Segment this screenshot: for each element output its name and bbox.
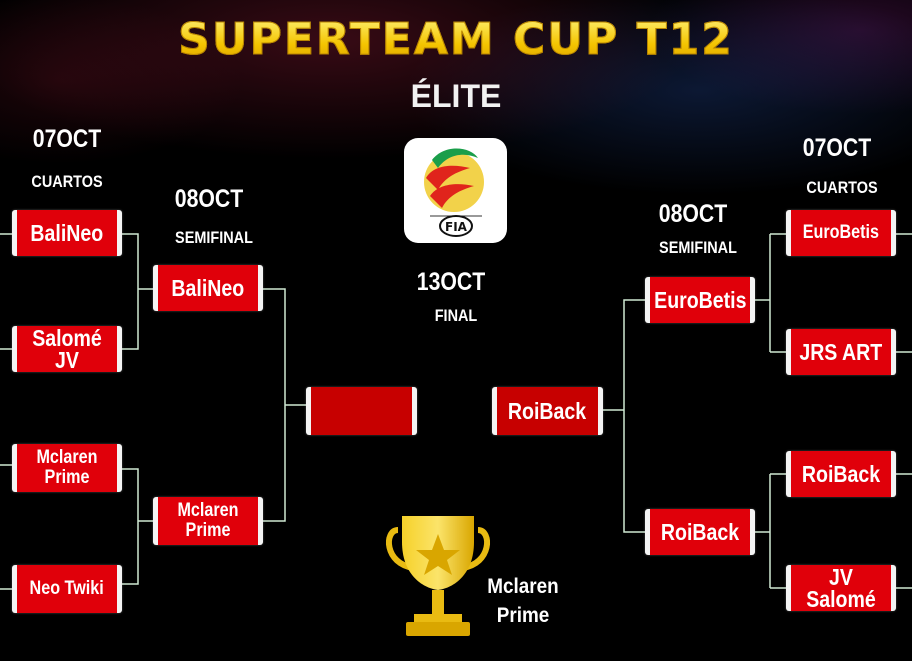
right-semi-team-2[interactable]: RoiBack bbox=[645, 509, 755, 555]
semis-right-label: SEMIFINAL bbox=[659, 238, 737, 257]
final-left-slot[interactable] bbox=[306, 387, 417, 435]
quarters-left-label: CUARTOS bbox=[31, 172, 103, 191]
right-quarter-team-3[interactable]: RoiBack bbox=[786, 451, 896, 497]
final-date: 13OCT bbox=[416, 268, 486, 296]
logo-emblem-icon: FIA bbox=[424, 148, 484, 237]
right-quarter-team-2[interactable]: JRS ART bbox=[786, 329, 896, 375]
semis-right-date: 08OCT bbox=[658, 200, 728, 228]
page-title: SUPERTEAM CUP T12 bbox=[0, 14, 912, 66]
final-right-slot[interactable]: RoiBack bbox=[492, 387, 603, 435]
left-semi-team-1[interactable]: BaliNeo bbox=[153, 265, 263, 311]
left-quarter-team-1[interactable]: BaliNeo bbox=[12, 210, 122, 256]
semis-left-label: SEMIFINAL bbox=[175, 228, 253, 247]
quarters-right-date: 07OCT bbox=[802, 134, 872, 162]
semis-left-date: 08OCT bbox=[174, 185, 244, 213]
page-subtitle: ÉLITE bbox=[410, 78, 502, 114]
left-quarter-team-2[interactable]: Salomé JV bbox=[12, 326, 122, 372]
right-semi-team-1[interactable]: EuroBetis bbox=[645, 277, 755, 323]
right-quarter-team-1[interactable]: EuroBetis bbox=[786, 210, 896, 256]
svg-text:FIA: FIA bbox=[445, 220, 468, 234]
final-label: FINAL bbox=[434, 306, 478, 325]
trophy-icon bbox=[386, 516, 490, 636]
quarters-right-label: CUARTOS bbox=[806, 178, 878, 197]
right-quarter-team-4[interactable]: JV Salomé bbox=[786, 565, 896, 611]
left-quarter-team-4[interactable]: Neo Twiki bbox=[12, 565, 122, 613]
left-quarter-team-3[interactable]: Mclaren Prime bbox=[12, 444, 122, 492]
tournament-logo: FIA bbox=[404, 138, 507, 243]
quarters-left-date: 07OCT bbox=[32, 125, 102, 153]
champion-name: Mclaren Prime bbox=[487, 575, 559, 627]
left-semi-team-2[interactable]: Mclaren Prime bbox=[153, 497, 263, 545]
